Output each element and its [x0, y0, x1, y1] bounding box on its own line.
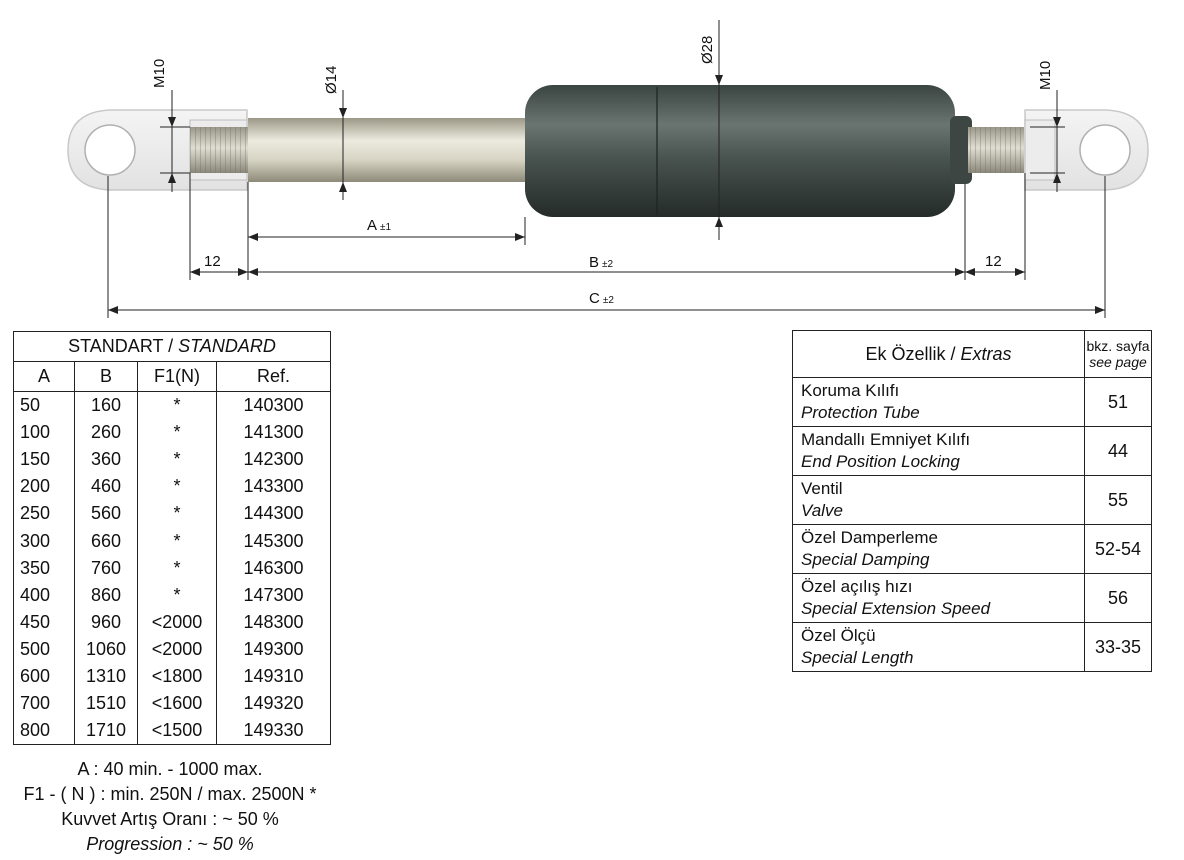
col-b-header: B — [74, 361, 138, 392]
dim-c-label: C±2 — [589, 290, 614, 307]
left-thread — [190, 127, 250, 173]
standard-table-title: STANDART / STANDARD — [13, 331, 331, 362]
cylinder-body — [525, 85, 955, 217]
dim-12-left-label: 12 — [204, 253, 221, 270]
standard-table-header: A B F1(N) Ref. — [13, 361, 331, 392]
note-progression-en: Progression : ~ 50 % — [86, 834, 254, 854]
note-a-range: A : 40 min. - 1000 max. — [77, 759, 263, 779]
extras-table-header: Ek Özellik / Extras bkz. sayfa see page — [792, 330, 1152, 378]
piston-rod — [248, 118, 531, 182]
right-eye-bracket — [1024, 109, 1149, 191]
col-ref-header: Ref. — [216, 361, 331, 392]
m10-right-label: M10 — [1037, 61, 1054, 90]
extras-table: Ek Özellik / Extras bkz. sayfa see page … — [792, 330, 1152, 672]
col-f1-header: F1(N) — [137, 361, 217, 392]
d14-label: Ø14 — [323, 66, 340, 94]
note-progression-tr: Kuvvet Artış Oranı : ~ 50 % — [61, 809, 279, 829]
specification-notes: A : 40 min. - 1000 max. F1 - ( N ) : min… — [0, 757, 340, 857]
right-thread — [968, 127, 1024, 173]
dimension-arrows — [108, 75, 1105, 314]
note-force-range: F1 - ( N ) : min. 250N / max. 2500N * — [23, 784, 317, 804]
dim-12-right-label: 12 — [985, 253, 1002, 270]
extras-table-title: Ek Özellik / Extras — [792, 330, 1085, 378]
m10-left-label: M10 — [151, 59, 168, 88]
col-a-header: A — [13, 361, 75, 392]
end-cap — [950, 116, 972, 184]
dim-a-label: A±1 — [367, 217, 392, 234]
dim-b-label: B±2 — [589, 254, 614, 271]
gas-spring-drawing: M10 Ø14 Ø28 M10 A±1 B±2 C±2 12 12 — [67, 20, 1149, 318]
see-page-header: bkz. sayfa see page — [1084, 330, 1152, 378]
d28-label: Ø28 — [699, 36, 716, 64]
